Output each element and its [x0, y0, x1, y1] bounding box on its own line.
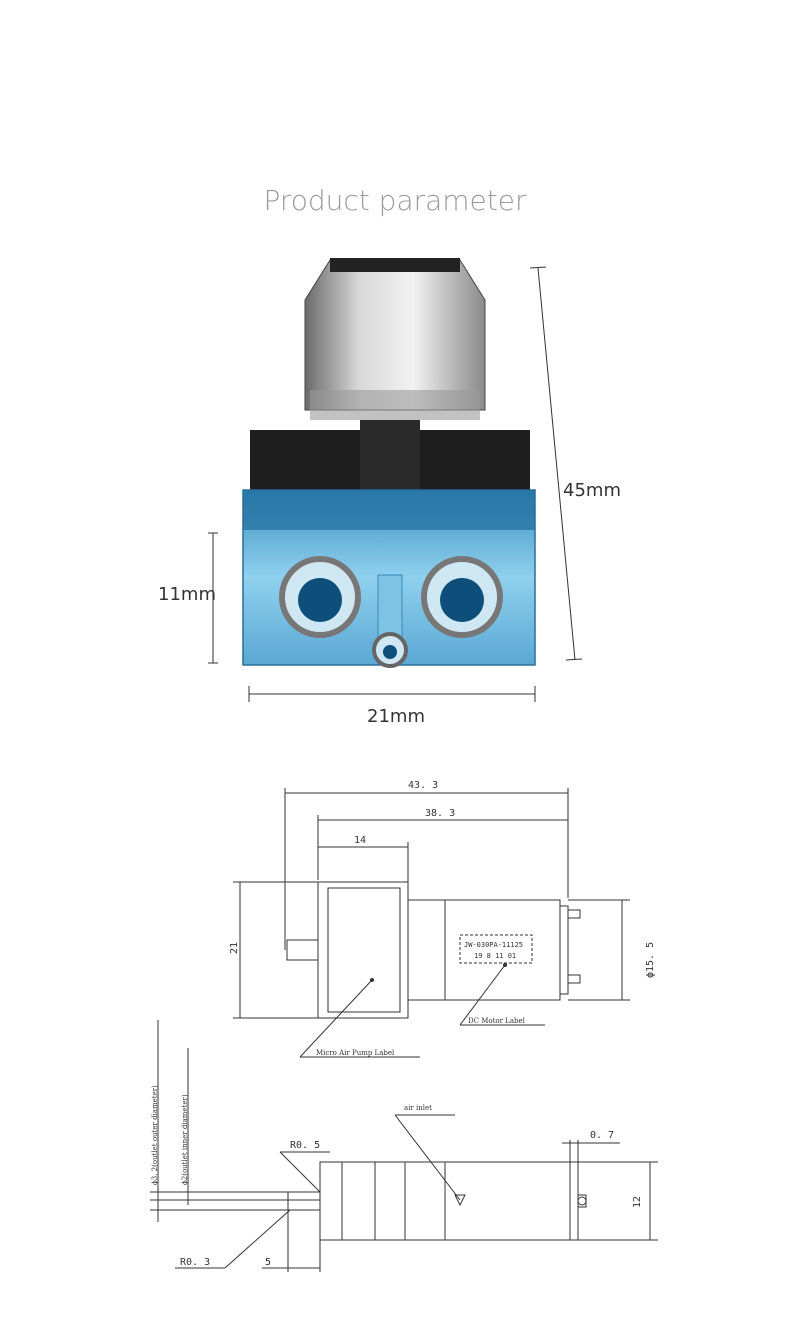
dc-motor-label-callout: DC Motor Label [468, 1017, 526, 1025]
dimension-outlet-label: 11mm [158, 584, 216, 605]
technical-drawing-top: 43. 3 38. 3 14 21 ϕ15. 5 JW-030PA-11125 … [229, 780, 656, 1058]
outlet-inner-diameter-label: ϕ2(outlet inner diameter) [181, 1094, 189, 1185]
dim-pump-length: 14 [354, 835, 366, 846]
dimension-width-label: 21mm [367, 706, 425, 727]
dim-motor-diameter: ϕ15. 5 [645, 942, 656, 978]
product-photo [208, 258, 583, 702]
dim-5: 5 [265, 1257, 271, 1268]
dim-07: 0. 7 [590, 1130, 614, 1141]
outlet-outer-diameter-label: ϕ3. 2(outlet outer diameter) [151, 1085, 159, 1185]
motor-label-line1: JW-030PA-11125 [464, 941, 523, 949]
dimension-height-label: 45mm [563, 480, 621, 501]
dim-body-length: 38. 3 [425, 808, 455, 819]
technical-drawing-side: ϕ3. 2(outlet outer diameter) ϕ2(outlet i… [150, 1020, 658, 1272]
dim-total-length: 43. 3 [408, 780, 438, 791]
dim-r05: R0. 5 [290, 1140, 320, 1151]
page-title: Product parameter [263, 184, 527, 217]
dim-r03: R0. 3 [180, 1257, 210, 1268]
dim-12: 12 [632, 1196, 643, 1208]
air-inlet-label: air inlet [404, 1104, 432, 1112]
air-pump-label-callout: Micro Air Pump Label [316, 1049, 395, 1057]
motor-label-line2: 19 8 11 01 [474, 952, 516, 960]
dim-height: 21 [229, 942, 240, 954]
